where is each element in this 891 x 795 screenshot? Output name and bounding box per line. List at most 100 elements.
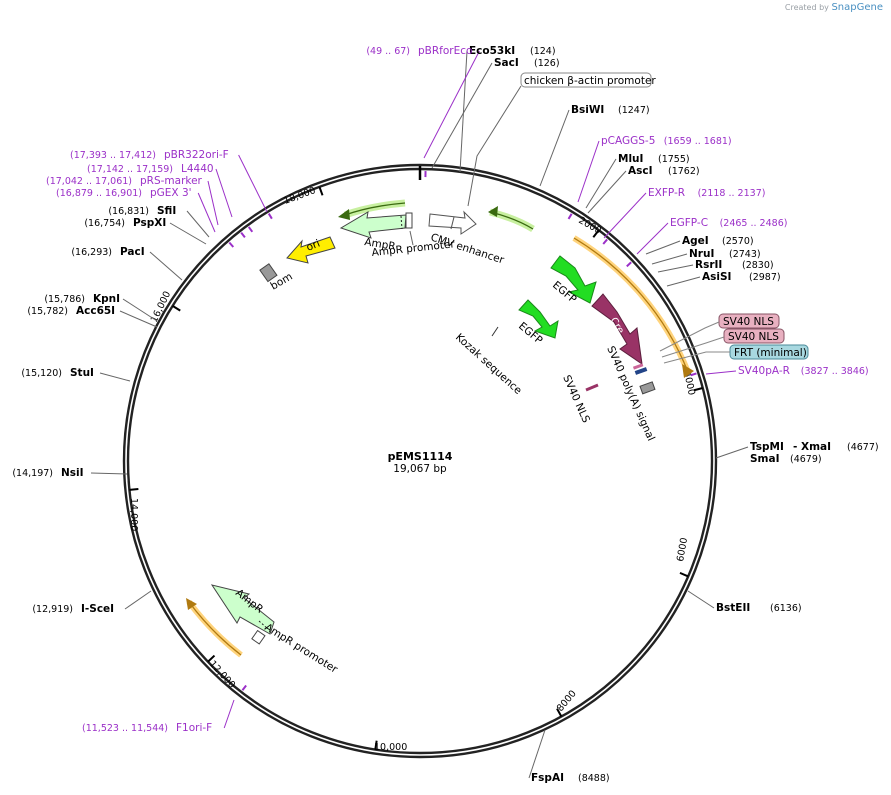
site-leader-asisi xyxy=(666,276,701,287)
site-leader-nrui xyxy=(651,253,688,265)
ampr-promoter-top-leader xyxy=(409,230,414,246)
frt-box-leader xyxy=(663,351,730,364)
primer-exfp-r[interactable]: EXFP-R xyxy=(648,187,685,199)
site-pos-kpni: (15,786) xyxy=(44,294,85,305)
primer-site-mark-pgex-3 xyxy=(228,241,235,248)
primer-pos-f1ori-f: (11,523 .. 11,544) xyxy=(82,723,168,734)
primer-site-mark-pbr322ori-f xyxy=(267,213,273,220)
tick-label-14000: 14,000 xyxy=(128,498,139,531)
site-pos-rsrii: (2830) xyxy=(742,260,774,271)
site-kpni[interactable]: KpnI xyxy=(93,293,120,305)
site-saci[interactable]: SacI xyxy=(494,57,519,69)
site-pos-bsiwi: (1247) xyxy=(618,105,650,116)
site-bsiwi[interactable]: BsiWI xyxy=(571,104,604,116)
primer-site-mark-f1ori-f xyxy=(241,684,247,691)
site-xmai[interactable]: - XmaI xyxy=(793,441,831,453)
site-i-scei[interactable]: I-SceI xyxy=(81,603,114,615)
site-eco53ki[interactable]: Eco53kI xyxy=(469,45,515,57)
primer-pos-pgex-3: (16,879 .. 16,901) xyxy=(56,188,142,199)
primer-arc-right-arrowhead xyxy=(682,364,694,378)
site-leader-kpni xyxy=(122,298,158,322)
tick-mark-10000 xyxy=(374,740,378,750)
site-pos-stui: (15,120) xyxy=(21,368,62,379)
sv40-nls-mark-cre xyxy=(632,363,644,370)
primer-f1ori-f[interactable]: F1ori-F xyxy=(176,722,212,734)
site-stui[interactable]: StuI xyxy=(70,367,94,379)
site-pos-paci: (16,293) xyxy=(71,247,112,258)
primer-pbr322ori-f[interactable]: pBR322ori-F xyxy=(164,149,229,161)
site-bsteii[interactable]: BstEII xyxy=(716,602,750,614)
green-glow-arc-left xyxy=(343,199,406,219)
site-nsii[interactable]: NsiI xyxy=(61,467,84,479)
sv40-nls-box-2-label: SV40 NLS xyxy=(728,331,779,343)
site-leader-stui xyxy=(99,372,131,382)
site-leader-rsrii xyxy=(657,264,694,273)
primer-leader-pcaggs-5 xyxy=(577,140,600,203)
tick-mark-14000 xyxy=(129,487,139,491)
site-leader-acc65i xyxy=(119,310,158,328)
site-pos-acc65i: (15,782) xyxy=(27,306,68,317)
tick-mark-2000 xyxy=(592,229,600,238)
primer-site-mark-exfp-r xyxy=(602,238,608,245)
site-leader-i-scei xyxy=(124,590,152,610)
chicken-promoter-leader xyxy=(467,85,522,207)
primer-pbrforeco[interactable]: pBRforEco xyxy=(418,45,472,57)
sv40-nls-box-2 xyxy=(723,328,785,344)
site-asisi[interactable]: AsiSI xyxy=(702,271,731,283)
site-agei[interactable]: AgeI xyxy=(682,235,709,247)
primer-pos-pcaggs-5: (1659 .. 1681) xyxy=(664,136,732,147)
tick-mark-12000 xyxy=(207,654,216,663)
site-sfii[interactable]: SfiI xyxy=(157,205,176,217)
site-pos-i-scei: (12,919) xyxy=(32,604,73,615)
tick-label-18000: 18,000 xyxy=(282,185,317,207)
site-leader-saci xyxy=(431,62,493,169)
ori-label: ori xyxy=(305,238,322,254)
ampr-promoter-bottom-label: AmpR promoter xyxy=(262,621,340,676)
site-fspai[interactable]: FspAI xyxy=(531,772,564,784)
site-pos-sfii: (16,831) xyxy=(108,206,149,217)
site-pos-mlui: (1755) xyxy=(658,154,690,165)
primer-leader-egfp-c xyxy=(636,222,669,255)
ampr-promoter-top-box xyxy=(405,212,413,229)
site-nrui[interactable]: NruI xyxy=(689,248,714,260)
egfp-outer-arrow xyxy=(550,255,597,304)
site-pspxi[interactable]: PspXI xyxy=(133,217,166,229)
leaders-layer xyxy=(90,50,749,779)
site-tspmi[interactable]: TspMI xyxy=(750,441,784,453)
primer-l4440[interactable]: L4440 xyxy=(181,163,214,175)
primer-leader-prs-marker xyxy=(207,180,219,226)
primer-prs-marker[interactable]: pRS-marker xyxy=(140,175,203,187)
site-pos-eco53ki: (124) xyxy=(530,46,556,57)
primer-egfp-c[interactable]: EGFP-C xyxy=(670,217,708,229)
sv40-nls-box-1 xyxy=(718,313,780,329)
ampr-bottom-arrow xyxy=(210,584,275,635)
ampr-top-arrow xyxy=(339,211,407,239)
primer-pos-egfp-c: (2465 .. 2486) xyxy=(720,218,788,229)
site-paci[interactable]: PacI xyxy=(120,246,145,258)
primer-pcaggs-5[interactable]: pCAGGS-5 xyxy=(601,135,655,147)
site-leader-tspmi xyxy=(715,446,749,459)
frt-box-label: FRT (minimal) xyxy=(734,347,807,359)
primer-pos-l4440: (17,142 .. 17,159) xyxy=(87,164,173,175)
site-pos-pspxi: (16,754) xyxy=(84,218,125,229)
site-leader-nsii xyxy=(90,472,128,475)
cmv-chicken-divider xyxy=(450,216,455,230)
site-mlui[interactable]: MluI xyxy=(618,153,643,165)
site-rsrii[interactable]: RsrII xyxy=(695,259,722,271)
site-pos-agei: (2570) xyxy=(722,236,754,247)
site-acc65i[interactable]: Acc65I xyxy=(76,305,115,317)
primer-sv40pa-r[interactable]: SV40pA-R xyxy=(738,365,790,377)
primer-leader-pbrforeco xyxy=(423,50,480,159)
site-pos-asci: (1762) xyxy=(668,166,700,177)
site-leader-sfii xyxy=(186,210,210,238)
tick-mark-16000 xyxy=(172,305,181,312)
primer-site-mark-l4440 xyxy=(247,226,254,233)
site-asci[interactable]: AscI xyxy=(628,165,653,177)
site-smai[interactable]: SmaI xyxy=(750,453,780,465)
site-leader-pspxi xyxy=(169,222,207,245)
primer-arc-right xyxy=(573,237,689,373)
primer-pgex-3[interactable]: pGEX 3' xyxy=(150,187,192,199)
sv40-polya-mark xyxy=(634,367,648,375)
site-leader-fspai xyxy=(528,729,546,779)
